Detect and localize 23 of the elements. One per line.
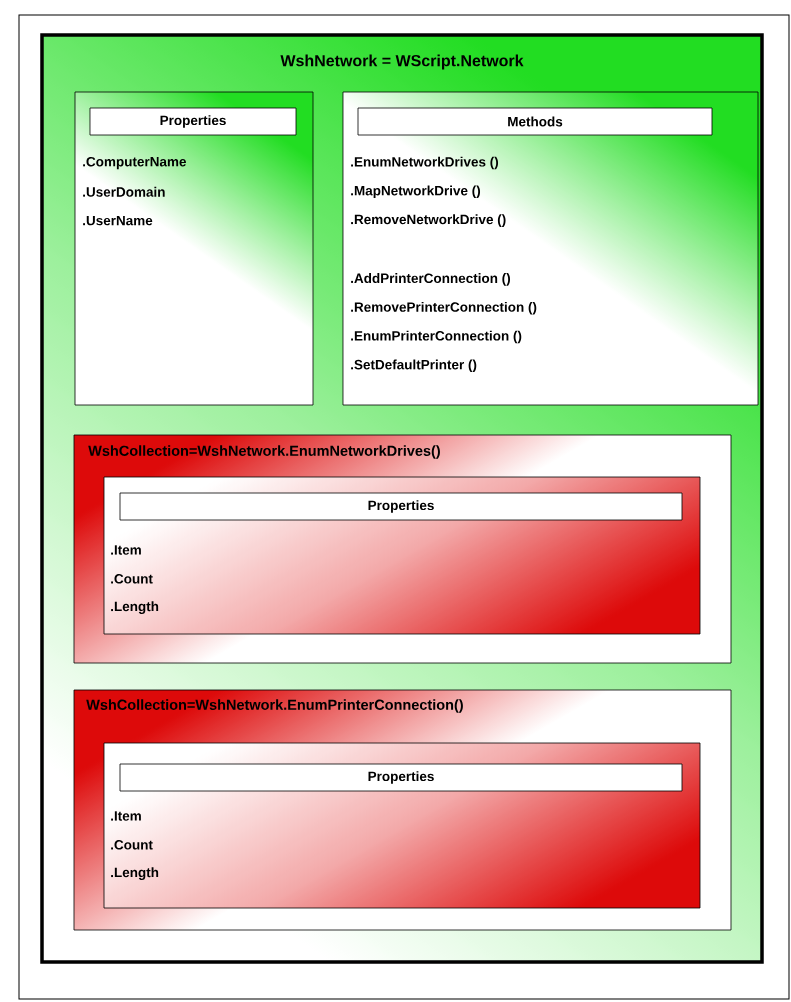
member-name: .SetDefaultPrinter () — [351, 359, 477, 373]
member-name: .Item — [111, 545, 141, 555]
heading-box: Properties — [119, 492, 683, 521]
member-name: .Item — [111, 811, 141, 821]
collection-title: WshCollection=WshNetwork.EnumNetworkDrives() — [88, 445, 440, 459]
member-name: .ComputerName — [83, 156, 186, 170]
member-name: .RemoveNetworkDrive () — [351, 214, 506, 227]
member-name: .EnumNetworkDrives () — [351, 156, 499, 170]
collection-title: WshCollection=WshNetwork.EnumPrinterConnection() — [86, 699, 463, 713]
member-name: .MapNetworkDrive () — [351, 185, 481, 199]
member-name: .AddPrinterConnection () — [351, 273, 510, 286]
heading-box: Properties — [89, 107, 297, 136]
member-name: .Count — [111, 574, 153, 584]
heading-box: Methods — [357, 107, 713, 136]
member-name: .EnumPrinterConnection () — [351, 330, 522, 344]
member-name: .UserName — [83, 215, 153, 226]
member-name: .Length — [111, 601, 159, 614]
title: WshNetwork = WScript.Network — [280, 54, 524, 70]
member-name: .UserDomain — [83, 186, 165, 197]
member-name: .Count — [111, 840, 153, 850]
heading-box: Properties — [119, 763, 683, 792]
member-name: .Length — [111, 867, 159, 880]
member-name: .RemovePrinterConnection () — [351, 301, 537, 315]
